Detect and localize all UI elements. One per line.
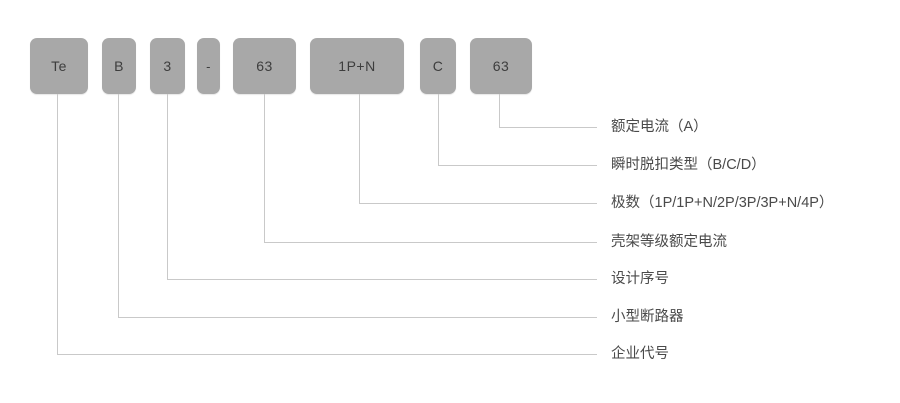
code-box-enterprise[interactable]: Te: [30, 38, 88, 94]
leader-line-vertical-rated-current: [499, 94, 500, 127]
callout-label-mini-breaker: 小型断路器: [611, 310, 684, 325]
callout-label-enterprise-code: 企业代号: [611, 347, 669, 362]
code-box-label: B: [114, 58, 124, 74]
code-box-poles[interactable]: 1P+N: [310, 38, 404, 94]
leader-line-vertical-pole-number: [359, 94, 360, 203]
leader-line-vertical-mini-breaker: [118, 94, 119, 317]
code-box-breaker[interactable]: B: [102, 38, 136, 94]
code-box-frame[interactable]: 63: [233, 38, 296, 94]
callout-text: 企业代号: [611, 346, 669, 362]
callout-label-trip-type: 瞬时脱扣类型（B/C/D）: [611, 158, 766, 173]
leader-line-horizontal-design-serial: [167, 279, 597, 280]
callout-text: 极数（1P/1P+N/2P/3P/3P+N/4P）: [611, 195, 834, 211]
code-box-label: 63: [256, 58, 273, 74]
leader-line-horizontal-trip-type: [438, 165, 597, 166]
code-box-separator[interactable]: -: [197, 38, 220, 94]
callout-text: 小型断路器: [611, 309, 684, 325]
leader-line-vertical-enterprise-code: [57, 94, 58, 354]
code-box-label: Te: [51, 58, 67, 74]
code-box-label: -: [206, 58, 211, 74]
code-box-label: 63: [492, 58, 510, 74]
callout-text: 瞬时脱扣类型（B/C/D）: [611, 157, 766, 173]
leader-line-horizontal-pole-number: [359, 203, 597, 204]
code-box-label: 1P+N: [338, 58, 376, 74]
leader-line-vertical-frame-current: [264, 94, 265, 242]
callout-text: 额定电流（A）: [611, 119, 708, 135]
callout-label-rated-current: 额定电流（A）: [611, 120, 708, 135]
callout-label-pole-number: 极数（1P/1P+N/2P/3P/3P+N/4P）: [611, 196, 833, 211]
callout-text: 壳架等级额定电流: [611, 234, 727, 250]
callout-label-frame-current: 壳架等级额定电流: [611, 235, 727, 250]
leader-line-horizontal-mini-breaker: [118, 317, 597, 318]
code-box-design[interactable]: 3: [150, 38, 185, 94]
callout-label-design-serial: 设计序号: [611, 272, 669, 287]
leader-line-horizontal-frame-current: [264, 242, 597, 243]
leader-line-vertical-design-serial: [167, 94, 168, 279]
code-box-rated[interactable]: 63: [470, 38, 532, 94]
code-box-label: 3: [163, 58, 172, 74]
callout-text: 设计序号: [611, 271, 669, 287]
code-box-label: C: [432, 58, 444, 74]
leader-line-vertical-trip-type: [438, 94, 439, 165]
leader-line-horizontal-enterprise-code: [57, 354, 597, 355]
leader-line-horizontal-rated-current: [499, 127, 597, 128]
code-box-trip[interactable]: C: [420, 38, 456, 94]
